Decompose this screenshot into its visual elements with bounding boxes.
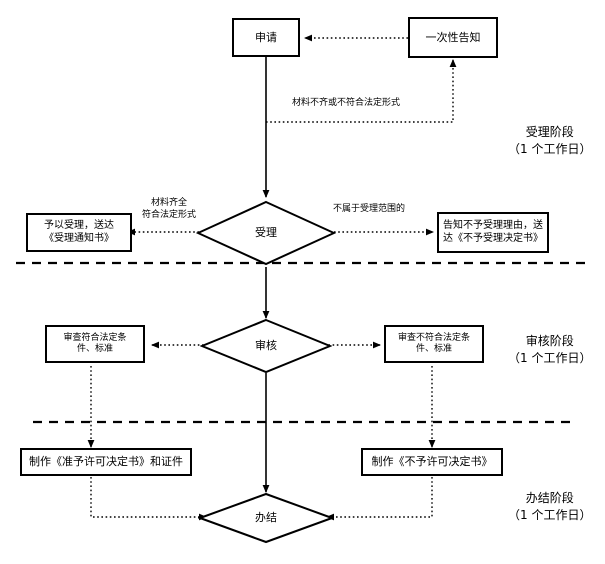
node-review-label: 审核 [255, 338, 277, 352]
stage-label-acceptance-name: 受理阶段 [525, 125, 574, 139]
node-accept[interactable]: 受理 [196, 200, 336, 266]
stage-label-finish-name: 办结阶段 [525, 491, 574, 505]
node-review-pass-line1: 审查符合法定条 [63, 332, 127, 343]
stage-label-acceptance: 受理阶段 （1 个工作日） [508, 124, 591, 159]
node-review-pass[interactable]: 审查符合法定条 件、标准 [45, 325, 145, 363]
node-apply[interactable]: 申请 [232, 18, 300, 57]
node-accept-label: 受理 [255, 225, 277, 239]
node-one-time-notice[interactable]: 一次性告知 [408, 17, 498, 58]
node-review[interactable]: 审核 [200, 318, 332, 374]
connector-refuse-doc-to-finish [326, 477, 433, 521]
node-accept-no-line2: 达《不予受理决定书》 [443, 232, 543, 244]
connector-apply-to-one-time-notice [266, 59, 457, 123]
edge-label-materials-complete-line2: 符合法定形式 [142, 209, 197, 220]
edge-label-materials-complete-line1: 材料齐全 [151, 198, 188, 208]
stage-label-review-name: 审核阶段 [525, 334, 574, 348]
node-review-fail[interactable]: 审查不符合法定条 件、标准 [384, 325, 484, 363]
node-finish-label: 办结 [255, 510, 277, 524]
edge-label-materials-incomplete-text: 材料不齐或不符合法定形式 [292, 98, 401, 108]
edge-label-materials-incomplete: 材料不齐或不符合法定形式 [292, 98, 401, 110]
node-review-fail-line2: 件、标准 [415, 344, 452, 354]
diamond-shape-review [200, 318, 332, 374]
node-review-fail-line1: 审查不符合法定条 [397, 332, 470, 343]
node-permit-doc-label: 制作《准予许可决定书》和证件 [29, 455, 183, 469]
node-permit-doc[interactable]: 制作《准予许可决定书》和证件 [20, 448, 192, 476]
diamond-shape-finish [198, 492, 334, 544]
stage-label-acceptance-duration: （1 个工作日） [508, 142, 592, 157]
stage-label-finish-duration: （1 个工作日） [508, 508, 592, 523]
node-review-pass-line2: 件、标准 [76, 344, 113, 354]
edge-label-materials-complete: 材料齐全 符合法定形式 [142, 198, 197, 222]
edge-label-out-of-scope-text: 不属于受理范围的 [333, 204, 406, 214]
edge-label-out-of-scope: 不属于受理范围的 [333, 204, 406, 216]
node-apply-label: 申请 [255, 30, 277, 44]
node-finish[interactable]: 办结 [198, 492, 334, 544]
node-accept-no-line1: 告知不予受理理由，送 [443, 220, 543, 231]
node-one-time-notice-label: 一次性告知 [425, 30, 481, 44]
node-accept-yes-line1: 予以受理，送达 [44, 220, 114, 231]
stage-label-finish: 办结阶段 （1 个工作日） [508, 490, 591, 525]
node-refuse-doc-label: 制作《不予许可决定书》 [371, 455, 493, 469]
node-accept-yes-line2: 《受理通知书》 [44, 232, 114, 244]
stage-label-review: 审核阶段 （1 个工作日） [508, 333, 591, 368]
node-accept-no[interactable]: 告知不予受理理由，送 达《不予受理决定书》 [437, 212, 549, 253]
stage-label-review-duration: （1 个工作日） [508, 351, 592, 366]
node-accept-yes[interactable]: 予以受理，送达 《受理通知书》 [26, 213, 132, 252]
connector-permit-doc-to-finish [90, 477, 207, 521]
node-refuse-doc[interactable]: 制作《不予许可决定书》 [361, 448, 503, 476]
